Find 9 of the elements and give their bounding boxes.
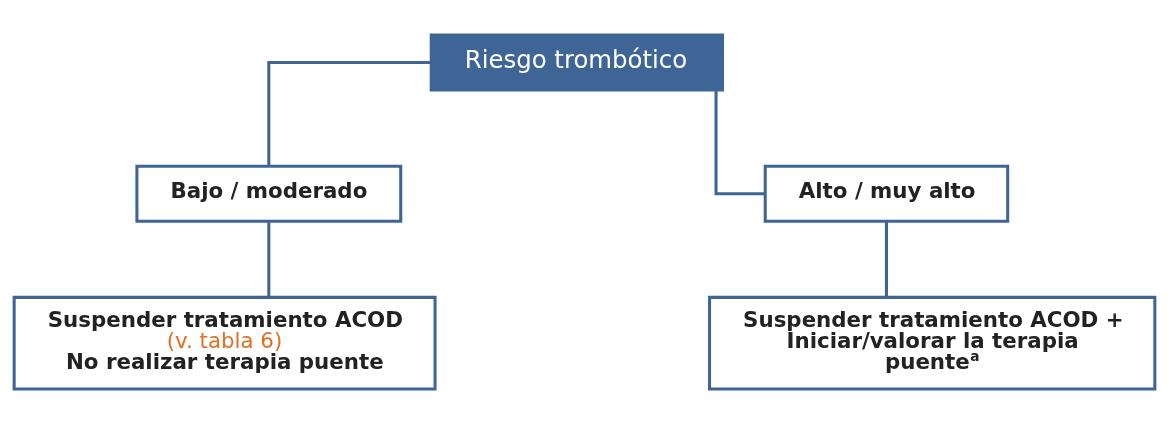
node-box: Riesgo trombótico <box>429 33 725 92</box>
node-box: Alto / muy alto <box>763 164 1010 223</box>
connector <box>884 221 888 297</box>
connector <box>714 90 765 196</box>
node-box: Suspender tratamiento ACOD (v. tabla 6) No realizar terapia puente <box>12 295 437 391</box>
connector <box>267 61 431 166</box>
node-box: Suspender tratamiento ACOD + Iniciar/valorar la terapia puente$^{a}$ <box>708 295 1157 391</box>
node-box: Bajo / moderado <box>135 164 403 223</box>
connector <box>267 221 271 297</box>
